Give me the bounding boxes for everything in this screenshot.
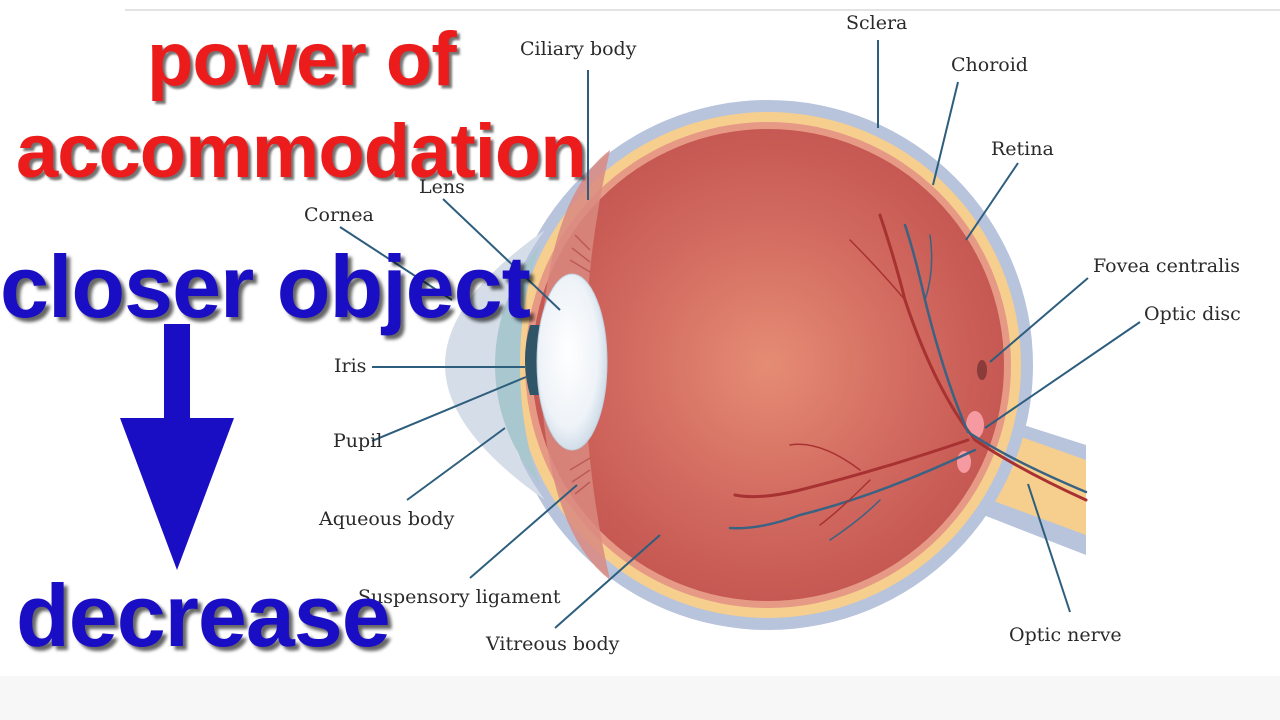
arrow-head (120, 418, 234, 570)
label-optic-nerve: Optic nerve (1009, 624, 1122, 646)
iris-shape (525, 325, 540, 395)
overlay-power-of: power of (147, 17, 457, 102)
label-fovea-centralis: Fovea centralis (1093, 255, 1240, 277)
label-lens: Lens (419, 176, 465, 198)
label-cornea: Cornea (304, 204, 374, 226)
leader-lines (339, 40, 1141, 629)
leader-pupil (371, 376, 527, 442)
leader-retina (965, 162, 1019, 241)
label-choroid: Choroid (951, 54, 1028, 76)
label-suspensory-ligament: Suspensory ligament (358, 586, 561, 608)
fovea-spot (977, 360, 987, 380)
blood-vessels (728, 213, 1088, 541)
overlay-decrease: decrease (16, 566, 391, 665)
leader-suspensory (469, 484, 578, 579)
label-sclera: Sclera (846, 12, 908, 34)
label-retina: Retina (991, 138, 1054, 160)
label-optic-disc: Optic disc (1144, 303, 1241, 325)
overlay-accommodation: accommodation (16, 109, 587, 194)
aqueous-body-shape (495, 245, 540, 485)
leader-lens (442, 198, 561, 311)
vitreous-body-shape (532, 129, 1004, 601)
label-iris: Iris (334, 355, 367, 377)
leader-cornea (339, 226, 453, 301)
label-pupil: Pupil (333, 430, 383, 452)
overlay-closer-object: closer object (0, 237, 531, 336)
leader-aqueous (406, 427, 506, 501)
leader-optic-disc (984, 321, 1141, 429)
lens-shape (536, 273, 608, 451)
leader-vitreous (554, 534, 661, 629)
left-margin (0, 0, 125, 720)
top-divider (125, 9, 1280, 11)
bottom-margin (0, 676, 1280, 720)
ciliary-fibers (569, 234, 591, 495)
optic-disc-spot (966, 411, 984, 439)
leader-fovea (989, 277, 1089, 363)
label-aqueous-body: Aqueous body (319, 508, 455, 530)
arrow-shaft (164, 324, 190, 424)
down-arrow-icon (120, 324, 234, 570)
leader-choroid (932, 81, 959, 186)
label-ciliary-body: Ciliary body (520, 38, 637, 60)
label-vitreous-body: Vitreous body (486, 633, 620, 655)
leader-optic-nerve (1027, 483, 1071, 613)
